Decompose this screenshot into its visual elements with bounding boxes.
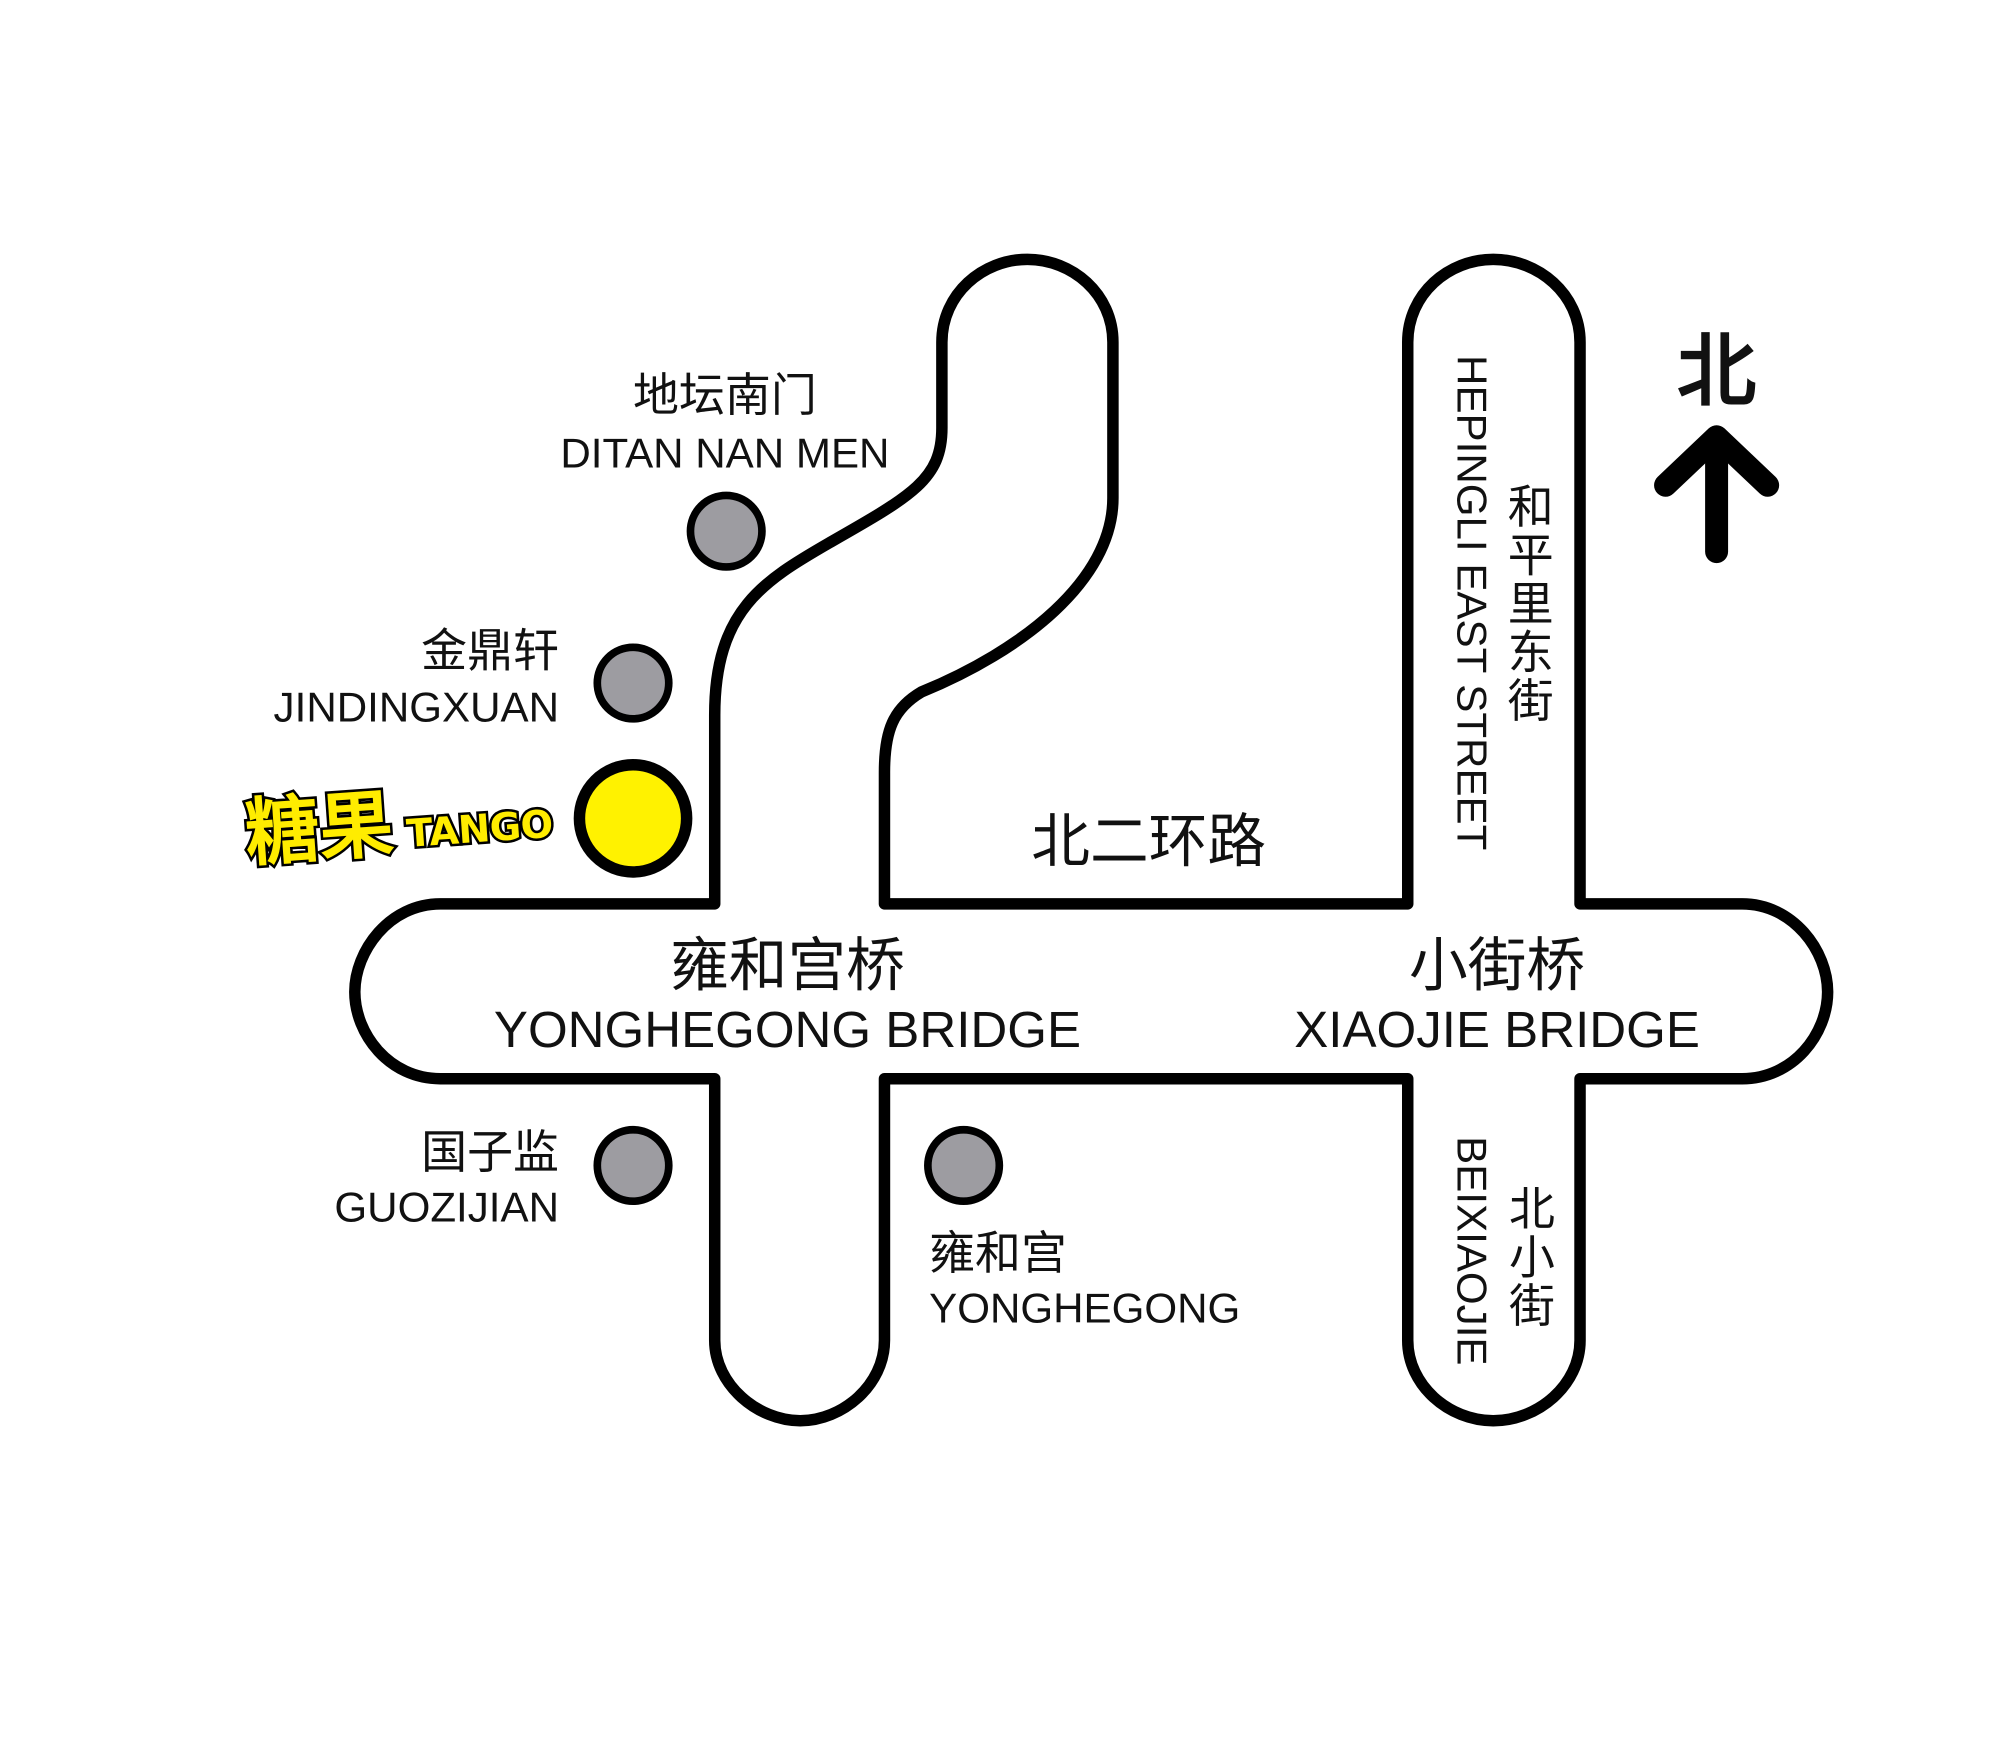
logo-text-cn: 糖果 [242,781,396,877]
road-label-beixiaojie-cn: 北小街 [1503,1185,1555,1330]
road-label-hepingli-cn: 和平里东街 [1502,483,1554,725]
station-marker[interactable] [593,1125,673,1206]
bridge-label-en: XIAOJIE BRIDGE [1294,1001,1700,1058]
station-label-cn: 金鼎轩 [421,624,559,676]
bridge-label-cn: 小街桥 [1409,934,1585,999]
bridge-label-en: YONGHEGONG BRIDGE [494,1001,1081,1058]
road-label-beixiaojie-en: BEIXIAOJIE [1449,1136,1496,1365]
station-marker[interactable] [924,1125,1004,1206]
station-label-cn: 雍和宫 [929,1227,1067,1279]
road-label-hepingli-en: HEPINGLI EAST STREET [1449,355,1496,850]
north-label: 北 [1677,326,1756,415]
road-label-beierhuan: 北二环路 [1031,810,1266,875]
station-label-en: GUOZIJIAN [334,1184,559,1231]
station-label-en: DITAN NAN MEN [560,429,889,476]
station-label-cn: 国子监 [421,1126,559,1178]
bridge-label-cn: 雍和宫桥 [670,934,905,999]
station-marker[interactable] [593,643,673,723]
station-label-en: YONGHEGONG [929,1284,1240,1331]
destination-marker[interactable] [573,758,693,878]
road-network [349,253,1834,1427]
station-marker[interactable] [686,491,766,571]
tango-logo: 糖果 TANGO [240,779,557,880]
station-label-cn: 地坛南门 [633,369,817,421]
north-arrow-icon [1654,425,1780,564]
station-label-en: JINDINGXUAN [274,683,559,730]
